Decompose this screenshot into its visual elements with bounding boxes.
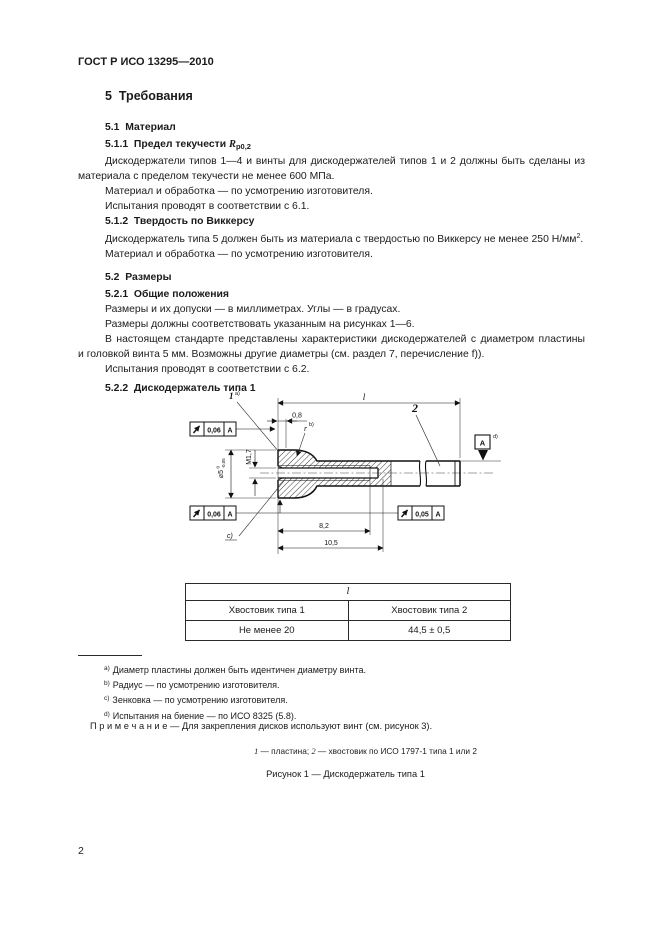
dia-tol-lower: -0,05: [221, 458, 226, 469]
countersink-label: c): [227, 533, 233, 540]
item1-footnote-mark: a): [235, 391, 240, 397]
dia-tol-upper: 0: [216, 466, 221, 469]
paragraph-line: Материал и обработка — по усмотрению изг…: [105, 186, 373, 197]
paragraph-line: и головкой винта 5 мм. Возможны другие д…: [78, 349, 485, 360]
paragraph-line: Испытания проводят в соответствии с 6.1.: [105, 201, 310, 212]
table-row: Не менее 20 44,5 ± 0,5: [186, 621, 510, 640]
body-text: 5 Требования 5.1 Материал 5.1.1 Предел т…: [78, 88, 585, 396]
table-header-cell: Хвостовик типа 1: [228, 605, 305, 616]
paragraph-line: В настоящем стандарте представлены харак…: [105, 334, 585, 345]
radius-leader: [296, 432, 306, 457]
hardness-text: Дискодержатель типа 5 должен быть из мат…: [105, 234, 577, 245]
doc-identifier: ГОСТ Р ИСО 13295—2010: [78, 56, 214, 68]
runout-frame-top: 0,06 A: [189, 421, 276, 437]
footnote-mark: d): [104, 710, 110, 718]
footnote-mark: c): [104, 695, 110, 703]
runout-top-value: 0,06: [207, 428, 221, 435]
runout-icon: [400, 509, 409, 518]
table-title-l: l: [186, 584, 510, 601]
item2-leader: [415, 414, 441, 467]
footnote-text: Радиус — по усмотрению изготовителя.: [112, 680, 280, 691]
table-cell: 44,5 ± 0,5: [347, 621, 511, 640]
radius-footnote-mark: b): [309, 422, 314, 428]
footnote: d)Испытания на биение — по ИСО 8325 (5.8…: [78, 708, 558, 723]
legend-item2-number: 2: [311, 747, 316, 756]
footnote-mark: a): [104, 665, 110, 672]
figure-1-drawing: l 0,8 1 a) r b) M1,7 ⌀5 0 -0,05: [163, 386, 508, 580]
section-heading-5: 5 Требования: [105, 89, 193, 103]
heading-5-2-2: 5.2.2 Дискодержатель типа 1: [105, 383, 256, 394]
runout-icon: [192, 425, 201, 434]
section-hatch-bottom: [278, 478, 391, 498]
paragraph-line: Дискодержатели типов 1—4 и винты для дис…: [105, 156, 585, 167]
section-hatch-top: [278, 450, 391, 468]
squared-superscript: 2: [576, 233, 581, 240]
footnote: b)Радиус — по усмотрению изготовителя.: [78, 677, 558, 692]
radius-label: r: [304, 424, 308, 433]
part-outline: [277, 449, 461, 499]
datum-triangle: [478, 450, 488, 461]
heading-5-1-1: 5.1.1 Предел текучести Rp0,2: [105, 137, 585, 154]
page-number: 2: [78, 845, 84, 857]
heading-5-1: 5.1 Материал: [105, 122, 176, 133]
item2-label: 2: [411, 401, 418, 415]
footnote-text: Диаметр пластины должен быть идентичен д…: [112, 665, 366, 675]
thread-label: M1,7: [246, 449, 253, 465]
yield-symbol-subscript: p0,2: [235, 142, 251, 151]
heading-5-1-2: 5.1.2 Твердость по Виккерсу: [105, 216, 255, 227]
runout-frame-bottom: 0,06 A: [189, 505, 237, 521]
footnote-text: Зенковка — по усмотрению изготовителя.: [112, 695, 288, 706]
heading-5-1-1-text: 5.1.1 Предел текучести: [105, 139, 230, 150]
sentence-period: .: [580, 234, 584, 245]
heading-5-2: 5.2 Размеры: [105, 272, 172, 283]
runout-top-datum: A: [227, 428, 232, 435]
countersink-leader: [238, 479, 286, 537]
paragraph-line: Дискодержатель типа 5 должен быть из мат…: [78, 229, 585, 247]
runout-right-datum: A: [435, 512, 440, 519]
legend-item1-number: 1: [254, 747, 259, 756]
runout-bottom-datum: A: [227, 512, 232, 519]
note-line: П р и м е ч а н и е — Для закрепления ди…: [90, 721, 433, 731]
paragraph-line: материала с пределом текучести не менее …: [78, 171, 335, 182]
disc-holder-drawing: l 0,8 1 a) r b) M1,7 ⌀5 0 -0,05: [189, 391, 501, 554]
length-table: l Хвостовик типа 1 Хвостовик типа 2 Не м…: [185, 583, 511, 641]
datum-a: A d): [474, 434, 498, 461]
footnote-rule: [78, 655, 142, 656]
footnotes: a)Диаметр пластины должен быть идентичен…: [78, 662, 558, 723]
item1-leader: [236, 401, 280, 453]
dim-label-105: 10,5: [324, 540, 338, 547]
runout-icon: [192, 509, 201, 518]
footnote: a)Диаметр пластины должен быть идентичен…: [78, 662, 558, 677]
paragraph-line: Размеры и их допуски — в миллиметрах. Уг…: [105, 304, 401, 315]
legend-item1-text: — пластина;: [258, 746, 312, 756]
item1-label: 1: [229, 391, 234, 401]
figure-legend: 1 — пластина; 2 — хвостовик по ИСО 1797-…: [100, 746, 631, 756]
heading-5-2-1: 5.2.1 Общие положения: [105, 289, 229, 300]
table-header-row: Хвостовик типа 1 Хвостовик типа 2: [186, 601, 510, 621]
datum-letter: A: [480, 439, 486, 448]
runout-bottom-value: 0,06: [207, 512, 221, 519]
dia-label: ⌀5: [218, 470, 225, 478]
yield-symbol: R: [229, 139, 236, 150]
datum-footnote-mark: d): [493, 434, 498, 440]
footnote: c)Зенковка — по усмотрению изготовителя.: [78, 692, 558, 707]
runout-frame-right: 0,05 A: [397, 505, 445, 521]
figure-caption: Рисунок 1 — Дискодержатель типа 1: [266, 769, 425, 779]
footnote-mark: b): [104, 680, 110, 688]
dim-label-08: 0,8: [292, 413, 302, 420]
paragraph-line: Материал и обработка — по усмотрению изг…: [105, 249, 373, 260]
legend-item2-text: — хвостовик по ИСО 1797-1 типа 1 или 2: [315, 746, 477, 756]
table-header-cell: Хвостовик типа 2: [347, 601, 511, 620]
paragraph-line: Размеры должны соответствовать указанным…: [105, 319, 415, 330]
footnote-text: Испытания на биение — по ИСО 8325 (5.8).: [112, 710, 297, 721]
paragraph-line: Испытания проводят в соответствии с 6.2.: [105, 364, 310, 375]
table-cell: Не менее 20: [238, 625, 295, 636]
runout-right-value: 0,05: [415, 512, 429, 519]
dim-label-length: l: [363, 392, 366, 402]
dim-label-82: 8,2: [319, 523, 329, 530]
